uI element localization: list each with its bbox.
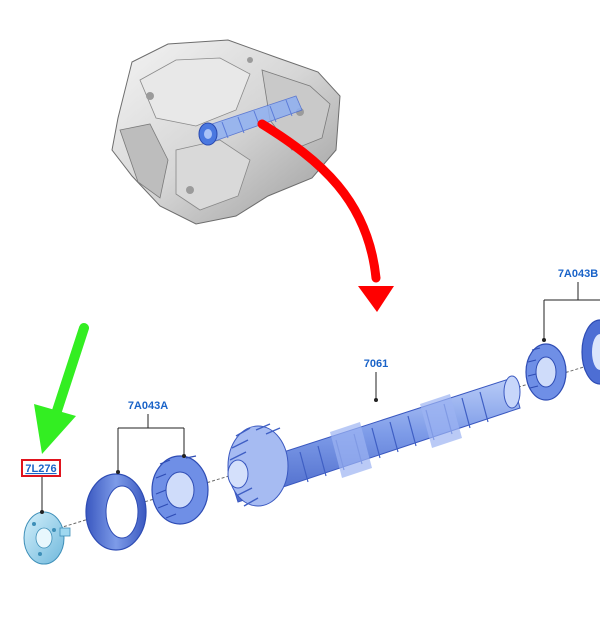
callout-bearing-a: 7A043A bbox=[128, 400, 168, 412]
green-down-arrow-icon bbox=[34, 323, 89, 454]
input-shaft-assembly bbox=[23, 319, 600, 565]
highlight-box bbox=[21, 459, 61, 477]
bearing-b bbox=[525, 343, 567, 401]
bearing-cup-b bbox=[581, 319, 600, 385]
bearing-cup-a bbox=[85, 473, 147, 551]
highlighted-callout: 7L276 bbox=[21, 459, 61, 477]
callout-bearing-b: 7A043B bbox=[558, 268, 598, 280]
pinion-gear bbox=[227, 423, 289, 507]
callout-input-shaft: 7061 bbox=[364, 358, 388, 370]
leader-bearing-b bbox=[543, 282, 600, 340]
bearing-a bbox=[151, 455, 209, 525]
highlighted-shaft-in-housing bbox=[198, 95, 303, 146]
input-shaft bbox=[227, 375, 521, 507]
callout-highlighted-part: 7L276 bbox=[25, 463, 56, 475]
transmission-housing-illustration bbox=[111, 39, 341, 225]
callout-leaders bbox=[41, 282, 600, 512]
curved-red-arrow-icon bbox=[257, 119, 394, 312]
flanged-seal-part bbox=[23, 511, 71, 565]
leader-bearing-a bbox=[117, 414, 185, 472]
